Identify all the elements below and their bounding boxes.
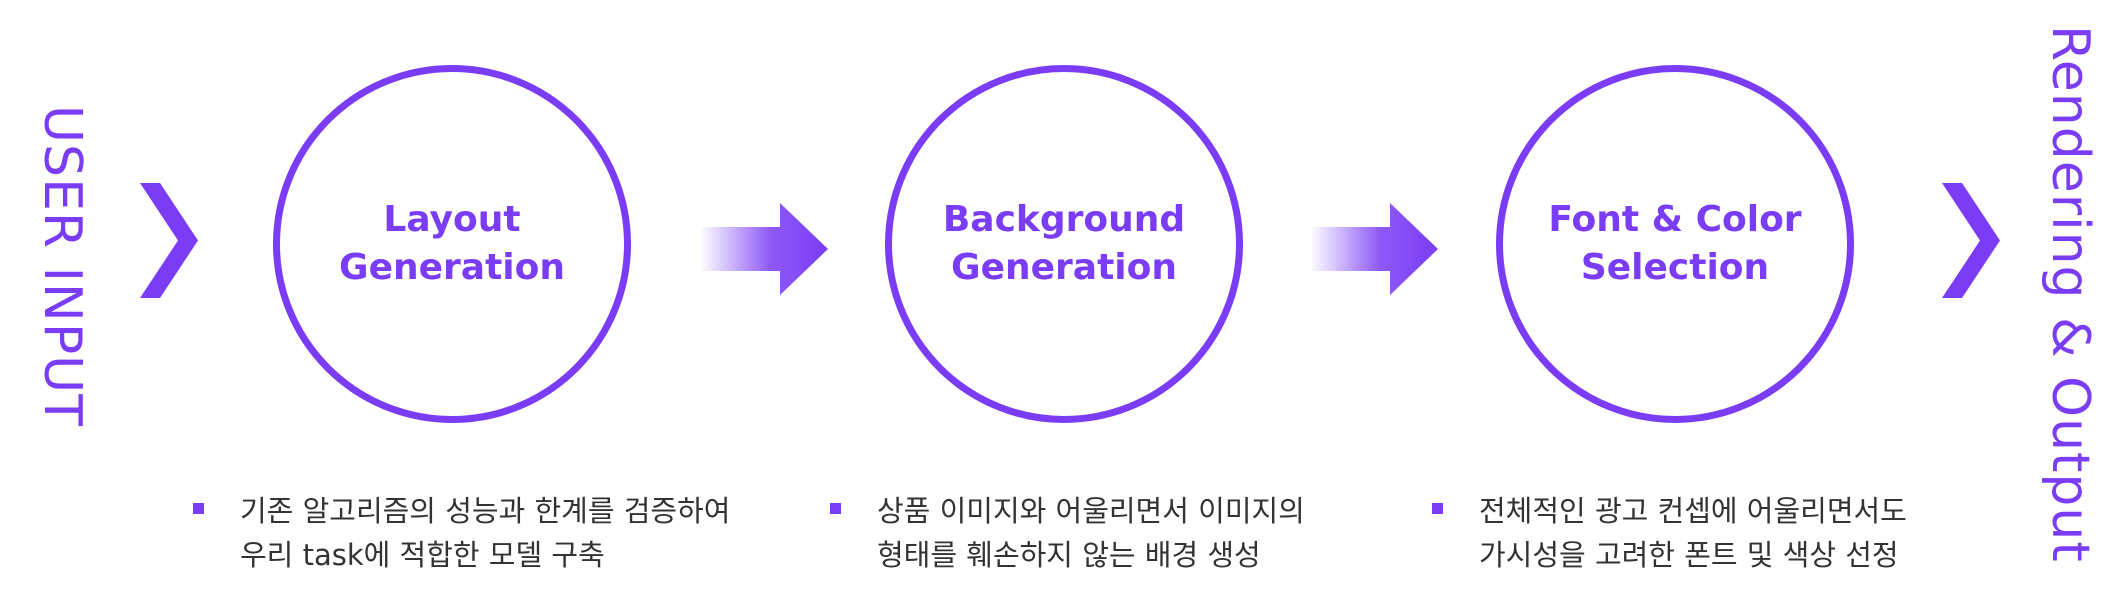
step-layout-generation: Layout Generation <box>273 65 631 423</box>
description-line: 형태를 훼손하지 않는 배경 생성 <box>877 538 1261 572</box>
step-description: 상품 이미지와 어울리면서 이미지의 형태를 훼손하지 않는 배경 생성 <box>830 489 1305 577</box>
step-title-line: Generation <box>951 247 1177 288</box>
arrow-right-icon <box>700 203 828 295</box>
chevron-right-icon <box>1942 183 2000 298</box>
bullet-square-icon <box>1432 503 1443 514</box>
description-line: 상품 이미지와 어울리면서 이미지의 <box>877 494 1305 528</box>
chevron-right-icon <box>140 183 198 298</box>
description-line: 기존 알고리즘의 성능과 한계를 검증하여 <box>240 494 731 528</box>
arrow-right-icon <box>1310 203 1438 295</box>
bullet-square-icon <box>193 503 204 514</box>
step-title-line: Layout <box>383 199 521 240</box>
description-line: 전체적인 광고 컨셉에 어울리면서도 <box>1479 494 1907 528</box>
user-input-label: USER INPUT <box>32 105 92 427</box>
step-title-line: Generation <box>339 247 565 288</box>
step-description: 전체적인 광고 컨셉에 어울리면서도 가시성을 고려한 폰트 및 색상 선정 <box>1432 489 1907 577</box>
step-font-color-selection: Font & Color Selection <box>1496 65 1854 423</box>
rendering-output-label: Rendering & Output <box>2040 25 2100 563</box>
description-line: 우리 task에 적합한 모델 구축 <box>240 538 605 572</box>
bullet-square-icon <box>830 503 841 514</box>
step-background-generation: Background Generation <box>885 65 1243 423</box>
step-title-line: Selection <box>1580 247 1770 288</box>
step-description: 기존 알고리즘의 성능과 한계를 검증하여 우리 task에 적합한 모델 구축 <box>193 489 730 577</box>
step-title-line: Background <box>942 199 1186 240</box>
step-title-line: Font & Color <box>1548 199 1802 240</box>
description-line: 가시성을 고려한 폰트 및 색상 선정 <box>1479 538 1899 572</box>
